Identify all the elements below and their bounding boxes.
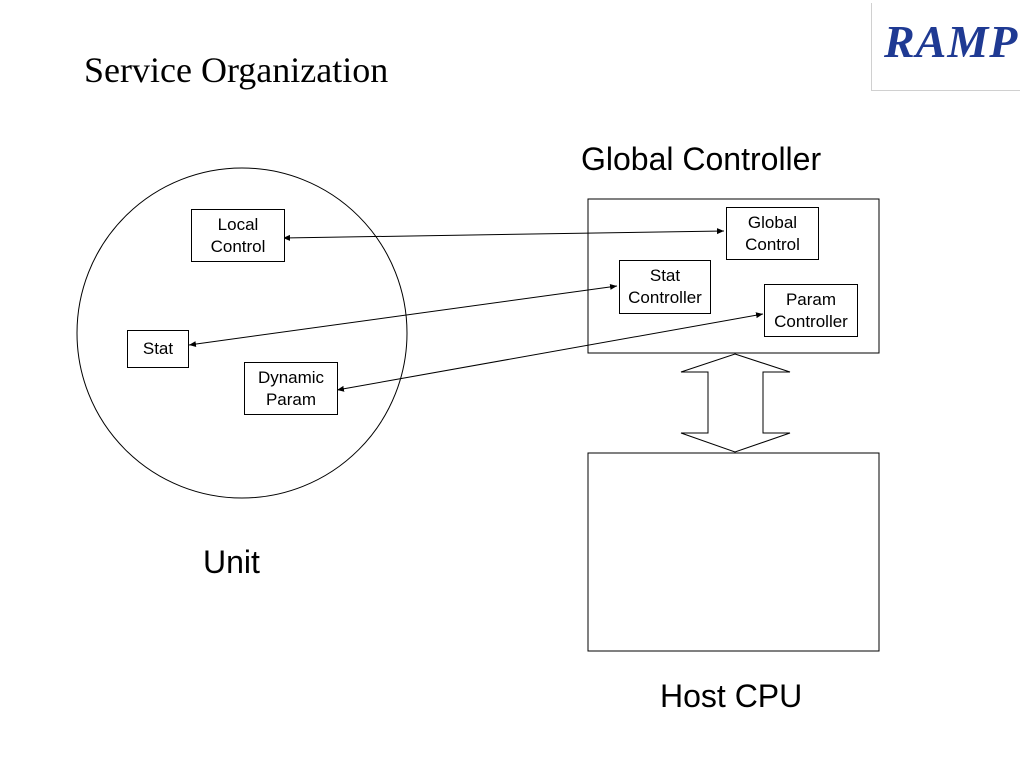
stat-controller-box: Stat Controller (619, 260, 711, 314)
arrow-local-to-global-control (282, 228, 725, 241)
host-cpu-label: Host CPU (660, 678, 803, 714)
stat-controller-line1: Stat (649, 266, 681, 285)
local-control-box: Local Control (191, 209, 285, 262)
dynamic-param-box: Dynamic Param (244, 362, 338, 415)
global-control-line1: Global (747, 212, 798, 232)
param-controller-line1: Param (785, 289, 837, 309)
ramp-logo-text: RAMP (884, 16, 1019, 67)
local-control-line2: Control (210, 236, 266, 256)
stat-controller-line2: Controller (628, 288, 702, 307)
host-cpu-box (587, 452, 880, 652)
dynamic-param-line2: Param (265, 389, 317, 409)
local-control-line1: Local (217, 214, 259, 234)
ramp-logo (871, 3, 1020, 91)
arrow-dynamic-param-to-param-controller (336, 312, 764, 392)
slide-title: Service Organization (84, 50, 389, 90)
bidirectional-block-arrow (680, 353, 791, 453)
stat-box: Stat (127, 330, 189, 368)
global-controller-label: Global Controller (581, 141, 822, 177)
unit-label: Unit (203, 544, 260, 580)
global-control-line2: Control (745, 234, 800, 254)
param-controller-line2: Controller (774, 311, 848, 331)
stat-label: Stat (142, 339, 174, 358)
param-controller-box: Param Controller (764, 284, 858, 337)
global-control-box: Global Control (726, 207, 819, 260)
dynamic-param-line1: Dynamic (257, 367, 325, 387)
